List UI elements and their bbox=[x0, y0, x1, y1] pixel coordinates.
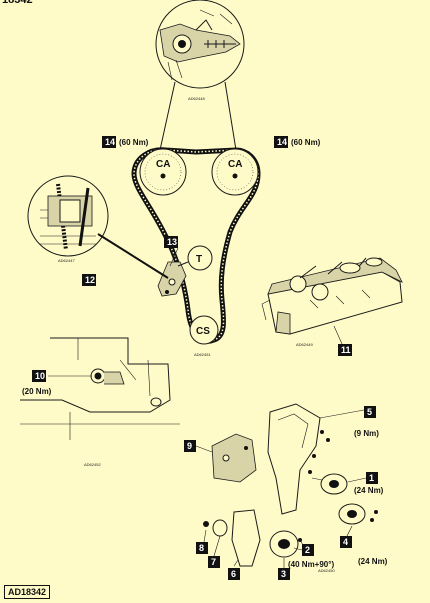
svg-text:7: 7 bbox=[211, 557, 216, 567]
callout-14-left: 14 (60 Nm) bbox=[102, 136, 149, 148]
callout-6: 6 bbox=[228, 568, 240, 580]
figure-id-top: 18342 bbox=[2, 0, 33, 6]
ref-detail-top: AD62448 bbox=[188, 96, 205, 101]
callout-8: 8 bbox=[196, 542, 208, 554]
cam-pulley-right: CA bbox=[211, 148, 259, 196]
callout-5: 5 (9 Nm) bbox=[354, 406, 379, 438]
callout-12: 12 bbox=[82, 274, 96, 286]
ref-detail-bottom-left: AD62452 bbox=[84, 462, 101, 467]
svg-text:(40 Nm+90°): (40 Nm+90°) bbox=[288, 560, 334, 569]
svg-text:4: 4 bbox=[343, 537, 348, 547]
callout-2: 2 (40 Nm+90°) bbox=[288, 544, 334, 569]
callout-7: 7 bbox=[208, 556, 220, 568]
crank-label: CS bbox=[196, 326, 210, 337]
callout-4: 4 (24 Nm) bbox=[340, 536, 388, 566]
svg-text:8: 8 bbox=[199, 543, 204, 553]
svg-text:(60 Nm): (60 Nm) bbox=[119, 138, 149, 147]
tensioner-pulley: T bbox=[157, 245, 213, 297]
leader-left-detail bbox=[97, 233, 169, 279]
crank-pulley: CS bbox=[189, 315, 219, 345]
leader-11 bbox=[333, 325, 343, 345]
detail-timing-covers bbox=[203, 403, 378, 567]
svg-text:(9 Nm): (9 Nm) bbox=[354, 429, 379, 438]
detail-camshaft-bearing bbox=[261, 257, 403, 335]
svg-text:14: 14 bbox=[105, 137, 115, 147]
detail-camshaft-lock bbox=[155, 0, 245, 89]
callout-3: 3 bbox=[278, 568, 290, 580]
svg-text:(60 Nm): (60 Nm) bbox=[291, 138, 321, 147]
svg-text:12: 12 bbox=[85, 275, 95, 285]
ref-detail-right: AD62449 bbox=[296, 342, 313, 347]
callout-13: 13 bbox=[164, 236, 178, 248]
ref-detail-bottom-right: AD62450 bbox=[318, 568, 335, 573]
callout-14-right: 14 (60 Nm) bbox=[274, 136, 321, 148]
svg-text:1: 1 bbox=[369, 473, 374, 483]
callout-10: 10 (20 Nm) bbox=[22, 370, 52, 396]
detail-tensioner-lock bbox=[27, 175, 109, 257]
svg-text:6: 6 bbox=[231, 569, 236, 579]
detail-crankshaft-bolt bbox=[20, 337, 180, 440]
figure-id-bottom: AD18342 bbox=[4, 585, 51, 599]
callout-1: 1 (24 Nm) bbox=[354, 472, 384, 495]
svg-text:14: 14 bbox=[277, 137, 287, 147]
svg-text:9: 9 bbox=[187, 441, 192, 451]
callout-11: 11 bbox=[338, 344, 352, 356]
svg-text:2: 2 bbox=[305, 545, 310, 555]
svg-text:3: 3 bbox=[281, 569, 286, 579]
leader-top-left bbox=[159, 81, 176, 151]
svg-text:(20 Nm): (20 Nm) bbox=[22, 387, 52, 396]
cam-left-label: CA bbox=[156, 159, 170, 170]
svg-text:(24 Nm): (24 Nm) bbox=[358, 557, 388, 566]
leader-top-right bbox=[224, 81, 237, 151]
svg-text:5: 5 bbox=[367, 407, 372, 417]
svg-text:(24 Nm): (24 Nm) bbox=[354, 486, 384, 495]
ref-belt: AD62451 bbox=[194, 352, 211, 357]
tensioner-label: T bbox=[196, 254, 202, 265]
svg-text:13: 13 bbox=[167, 237, 177, 247]
callout-9: 9 bbox=[184, 440, 196, 452]
svg-text:10: 10 bbox=[35, 371, 45, 381]
svg-text:11: 11 bbox=[341, 345, 351, 355]
cam-pulley-left: CA bbox=[139, 148, 187, 196]
ref-detail-left: AD62447 bbox=[58, 258, 75, 263]
cam-right-label: CA bbox=[228, 159, 242, 170]
